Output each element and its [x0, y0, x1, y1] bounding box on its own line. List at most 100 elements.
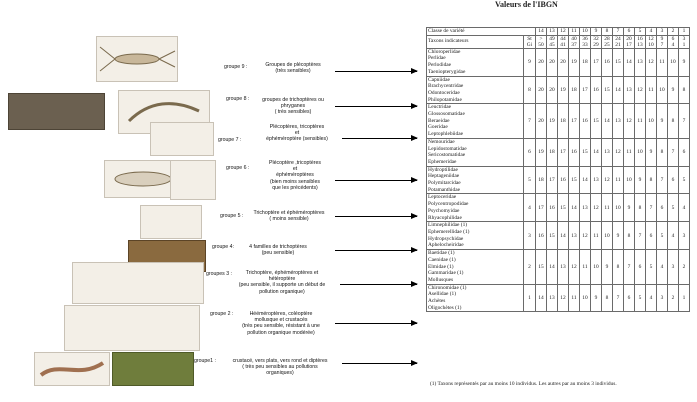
ibgn-value-cell: 12 [623, 103, 635, 139]
range-value: 16 13 [634, 34, 646, 49]
class-value: 4 [645, 27, 657, 36]
ibgn-value-cell: 16 [535, 221, 547, 251]
class-value: 8 [601, 27, 613, 36]
taxa-cell: Chloroperlidae Perlidae Perlodidae Taeni… [426, 47, 524, 77]
ibgn-value-cell: 9 [612, 221, 624, 251]
ibgn-value-cell: 10 [645, 103, 657, 139]
ibgn-value-cell: 14 [546, 249, 558, 285]
ibgn-value-cell: 13 [557, 249, 569, 285]
ibgn-value-cell: 19 [546, 103, 558, 139]
range-value: 24 21 [612, 34, 624, 49]
group-7-text: Plécoptères, tricoptères et éphéméroptèr… [266, 124, 328, 143]
nymph-sketch-7 [150, 122, 214, 156]
ibgn-value-cell: 20 [535, 47, 547, 77]
ibgn-value-cell: 9 [645, 137, 657, 167]
ibgn-value-cell: 7 [634, 221, 646, 251]
ibgn-value-cell: 13 [612, 103, 624, 139]
ibgn-value-cell: 20 [546, 75, 558, 105]
caddis-case-photo [8, 93, 105, 130]
range-value: 3 1 [678, 34, 690, 49]
arrow-group-7 [342, 135, 418, 141]
ibgn-value-cell: 10 [612, 193, 624, 223]
table-row: Capniidae Brachycentridae Odontoceridae … [426, 75, 690, 105]
range-value: 6 4 [667, 34, 679, 49]
group-1-label: groupe1 : [194, 358, 216, 364]
ibgn-value-cell: 3 [656, 283, 668, 313]
ibgn-value-cell: 13 [590, 165, 602, 195]
taxa-cell: Capniidae Brachycentridae Odontoceridae … [426, 75, 524, 105]
table-row: Limnephilidae (1) Ephemerellidae (1) Hyd… [426, 221, 690, 251]
ibgn-value-cell: 8 [601, 283, 613, 313]
group-3-text: Trichoptère, éphéméroptères et hétéroptè… [238, 270, 326, 295]
heteroptera-sketch-3 [72, 262, 204, 304]
nymph-sketch-6 [170, 160, 216, 200]
ibgn-value-cell: 10 [656, 75, 668, 105]
ibgn-value-cell: 12 [645, 47, 657, 77]
ibgn-value-cell: 14 [568, 193, 580, 223]
group-8-label: groupe 8 : [226, 96, 250, 102]
arrow-group-6 [335, 177, 418, 183]
stonefly-sketch [96, 36, 178, 82]
class-value: 6 [623, 27, 635, 36]
ibgn-value-cell: 12 [601, 165, 613, 195]
ibgn-value-cell: 5 [656, 221, 668, 251]
table-row: Hydroptilidae Heptageniidae Polymitarcid… [426, 165, 690, 195]
ibgn-value-cell: 16 [546, 193, 558, 223]
ibgn-value-cell: 17 [557, 137, 569, 167]
class-value: 14 [535, 27, 547, 36]
ibgn-value-cell: 12 [590, 193, 602, 223]
ibgn-value-cell: 9 [678, 47, 690, 77]
ibgn-value-cell: 4 [667, 221, 679, 251]
ibgn-value-cell: 6 [656, 193, 668, 223]
footnote: (1) Taxons représentés par au moins 10 i… [430, 381, 617, 387]
group-9-text: Groupes de plécoptères (très sensibles) [265, 62, 321, 75]
class-value: 5 [634, 27, 646, 36]
ibgn-value-cell: 4 [645, 283, 657, 313]
group-4-label: groupe 4: [212, 244, 234, 250]
taxa-cell: Nemouridae Lepidostomatidae Sericostomat… [426, 137, 524, 167]
ibgn-value-cell: 16 [601, 47, 613, 77]
class-value: 10 [579, 27, 591, 36]
ibgn-value-cell: 17 [590, 47, 602, 77]
group-5-text: Trichoptère et éphéméroptères ( moins se… [253, 210, 325, 223]
ibgn-value-cell: 19 [568, 47, 580, 77]
taxa-cell: Baetidae (1) Caenidae (1) Elmidae (1) Ga… [426, 249, 524, 285]
classe-header: Classe de variété [426, 27, 536, 36]
gi-cell: 2 [523, 249, 536, 285]
group-2-text: Hééméroptères, coléoptère mollusque et c… [242, 311, 320, 336]
arrow-group-3 [340, 281, 418, 287]
gi-cell: 6 [523, 137, 536, 167]
ibgn-value-cell: 13 [579, 193, 591, 223]
class-value: 9 [590, 27, 602, 36]
class-value: 12 [557, 27, 569, 36]
range-value: 20 17 [623, 34, 635, 49]
ibgn-value-cell: 15 [579, 137, 591, 167]
ibgn-value-cell: 6 [634, 249, 646, 285]
ibgn-value-cell: 12 [579, 221, 591, 251]
ibgn-value-cell: 14 [623, 47, 635, 77]
gi-cell: 3 [523, 221, 536, 251]
taxa-cell: Leuctridae Glossosomatidae Beraeidae Goe… [426, 103, 524, 139]
group-5-label: groupe 5 : [220, 213, 244, 219]
ibgn-value-cell: 8 [645, 165, 657, 195]
taxons-header: Taxons indicateurs [426, 34, 524, 49]
gi-cell: 9 [523, 47, 536, 77]
ibgn-value-cell: 8 [656, 137, 668, 167]
ibgn-value-cell: 11 [590, 221, 602, 251]
worm-sketch-1 [34, 352, 110, 386]
ibgn-value-cell: 6 [678, 137, 690, 167]
gi-header: St Gi [523, 34, 536, 49]
ibgn-value-cell: 18 [557, 103, 569, 139]
ibgn-value-cell: 10 [590, 249, 602, 285]
class-value: 1 [678, 27, 690, 36]
ibgn-value-cell: 9 [623, 193, 635, 223]
ibgn-value-cell: 11 [634, 103, 646, 139]
ibgn-value-cell: 9 [590, 283, 602, 313]
table-title: Valeurs de l'IBGN [495, 0, 558, 9]
ibgn-value-cell: 11 [623, 137, 635, 167]
ibgn-value-cell: 20 [535, 75, 547, 105]
ibgn-value-cell: 7 [645, 193, 657, 223]
gi-cell: 8 [523, 75, 536, 105]
